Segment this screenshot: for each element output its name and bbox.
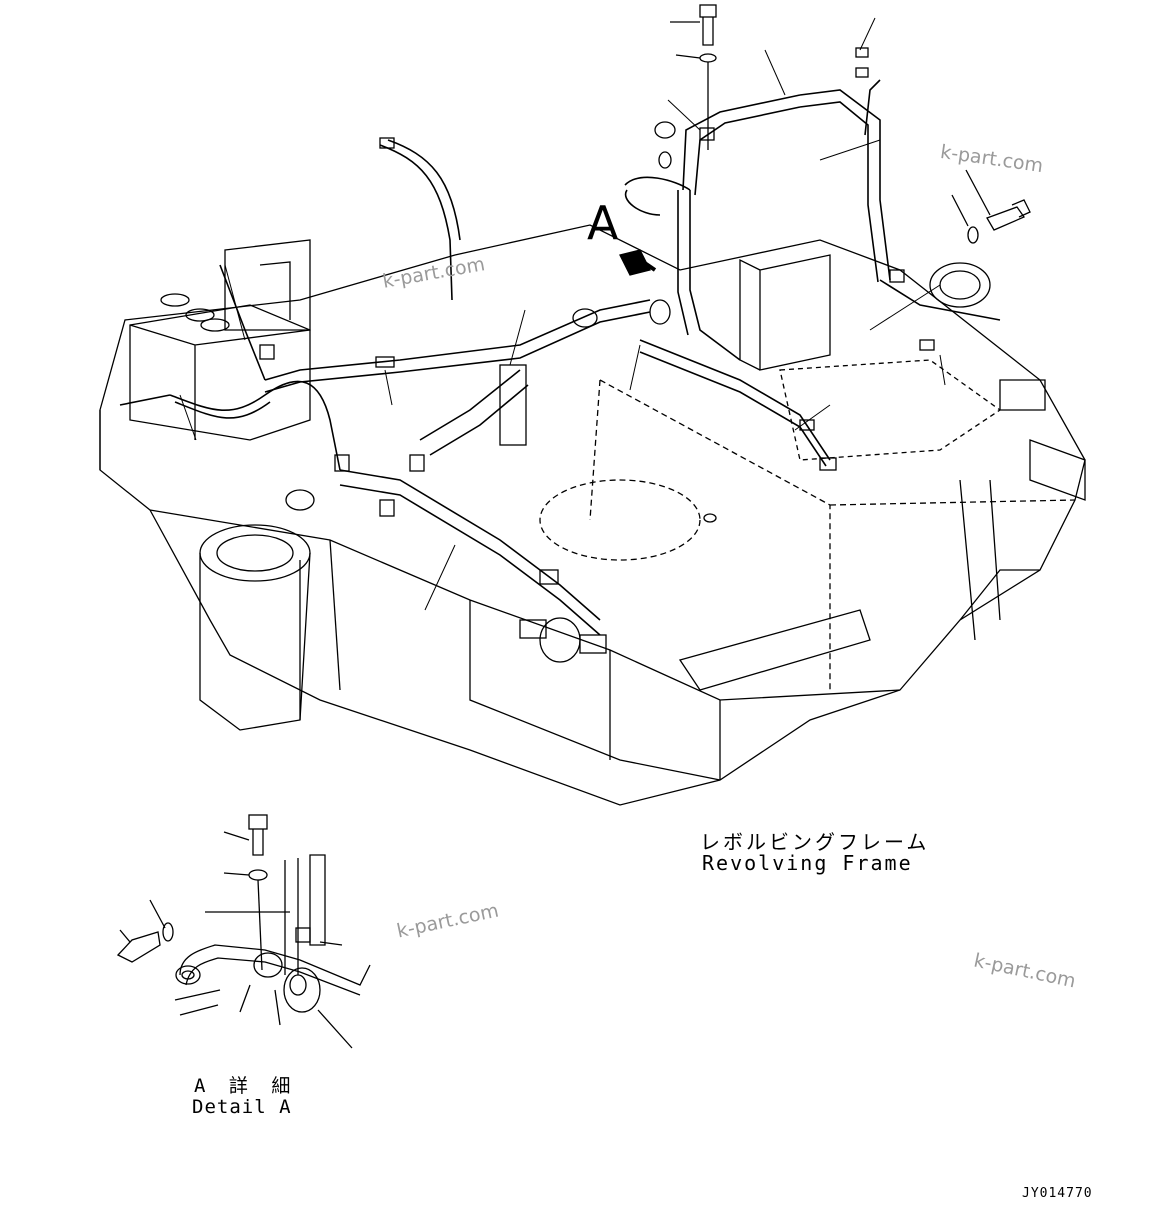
detail-a-view xyxy=(116,814,371,1049)
view-marker-a: A xyxy=(587,196,619,250)
detail-title-japanese: A 詳 細 xyxy=(194,1075,297,1097)
leader-lines xyxy=(179,17,946,611)
frame-title-japanese: レボルビングフレーム xyxy=(700,830,930,854)
right-bolt-washer xyxy=(951,169,1031,244)
clamps-and-connectors xyxy=(259,47,991,663)
frame-title-english: Revolving Frame xyxy=(702,851,913,875)
revolving-frame-outline xyxy=(99,224,1086,806)
drawing-code: JY014770 xyxy=(1022,1186,1093,1201)
swing-circle-opening xyxy=(539,479,717,561)
battery-box xyxy=(129,239,311,441)
view-arrow-a xyxy=(619,249,657,276)
main-wiring-harness xyxy=(119,79,1001,636)
right-component-box xyxy=(739,254,831,371)
top-bolt-washer xyxy=(670,4,717,150)
detail-title-english: Detail A xyxy=(192,1096,292,1118)
boom-foot-tower xyxy=(199,524,311,731)
